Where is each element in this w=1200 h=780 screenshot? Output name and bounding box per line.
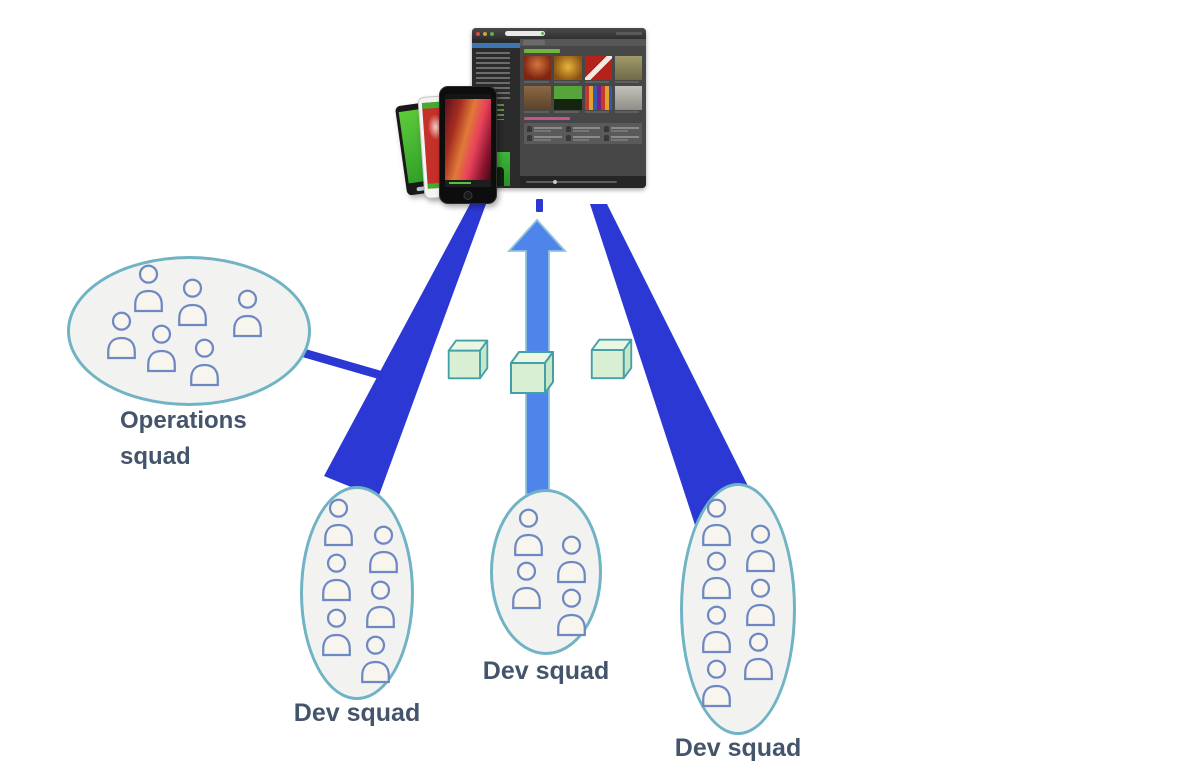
person-icon bbox=[365, 525, 402, 574]
person-icon bbox=[742, 524, 779, 573]
section-heading bbox=[524, 117, 570, 120]
desktop-app-window bbox=[472, 28, 646, 188]
person-icon bbox=[143, 324, 180, 373]
friend-item bbox=[604, 135, 639, 141]
app-content bbox=[520, 46, 646, 176]
friend-item bbox=[604, 126, 639, 132]
section-heading bbox=[524, 49, 560, 53]
person-icon bbox=[318, 608, 355, 657]
album-cover bbox=[554, 56, 582, 83]
person-icon bbox=[357, 635, 394, 684]
person-icon bbox=[740, 632, 777, 681]
window-titlebar bbox=[472, 28, 646, 39]
phone-screen bbox=[445, 94, 491, 187]
person-icon bbox=[742, 578, 779, 627]
person-icon bbox=[508, 561, 545, 610]
person-icon bbox=[698, 605, 735, 654]
person-icon bbox=[604, 135, 610, 141]
dev-squad-left-group bbox=[300, 486, 414, 700]
friend-item bbox=[565, 135, 601, 141]
person-icon bbox=[565, 135, 571, 141]
friend-item bbox=[565, 126, 601, 132]
search-input bbox=[505, 31, 545, 36]
operations-squad-group bbox=[67, 256, 311, 406]
zoom-window-icon bbox=[490, 31, 494, 36]
person-icon bbox=[698, 498, 735, 547]
app-tabstrip bbox=[520, 39, 646, 46]
person-icon bbox=[565, 126, 571, 132]
progress-bar bbox=[449, 182, 471, 184]
dev-squad-right-group bbox=[680, 483, 796, 735]
friends-panel bbox=[524, 123, 642, 144]
person-icon bbox=[174, 278, 211, 327]
album-grid bbox=[524, 56, 642, 113]
person-icon bbox=[698, 551, 735, 600]
person-icon bbox=[527, 135, 532, 141]
status-bar bbox=[445, 94, 491, 99]
playback-controls bbox=[445, 180, 491, 187]
album-cover bbox=[554, 86, 582, 113]
window-body bbox=[472, 39, 646, 188]
person-icon bbox=[229, 289, 266, 338]
dev-squad-right-label: Dev squad bbox=[674, 734, 802, 762]
dev-squad-left-label: Dev squad bbox=[293, 699, 421, 727]
album-cover bbox=[524, 56, 552, 83]
person-icon bbox=[698, 659, 735, 708]
titlebar-text bbox=[616, 32, 642, 35]
album-cover bbox=[524, 86, 552, 113]
person-icon bbox=[130, 264, 167, 313]
person-icon bbox=[553, 535, 590, 584]
person-icon bbox=[510, 508, 547, 557]
home-button-icon bbox=[463, 191, 473, 200]
close-window-icon bbox=[476, 31, 480, 36]
dev-squad-right-ellipse bbox=[680, 483, 796, 735]
album-cover bbox=[584, 86, 612, 113]
app-main-area bbox=[520, 39, 646, 188]
iphone bbox=[439, 86, 497, 204]
person-icon bbox=[362, 580, 399, 629]
player-bar bbox=[520, 176, 646, 188]
artifact-cube bbox=[507, 347, 557, 397]
person-icon bbox=[604, 126, 610, 132]
dev-squad-middle-label: Dev squad bbox=[482, 657, 610, 685]
person-icon bbox=[553, 588, 590, 637]
album-figure bbox=[495, 167, 504, 186]
sidebar-selected-item bbox=[472, 43, 520, 48]
friend-item bbox=[527, 126, 562, 132]
person-icon bbox=[318, 553, 355, 602]
person-icon bbox=[103, 311, 140, 360]
operations-squad-label: Operations squad bbox=[120, 403, 247, 475]
friend-item bbox=[527, 135, 562, 141]
progress-bar bbox=[526, 180, 618, 184]
operations-squad-label-line1: Operations bbox=[120, 407, 247, 434]
minimize-window-icon bbox=[483, 31, 487, 36]
album-cover bbox=[614, 86, 642, 113]
dev-squad-middle-group bbox=[490, 489, 602, 655]
app-tab bbox=[523, 40, 545, 45]
artifact-cube bbox=[445, 336, 491, 382]
album-cover bbox=[614, 56, 642, 83]
album-cover bbox=[584, 56, 612, 83]
product-screenshot-cluster bbox=[394, 22, 658, 212]
person-icon bbox=[186, 338, 223, 387]
person-icon bbox=[527, 126, 532, 132]
operations-squad-label-line2: squad bbox=[120, 443, 191, 470]
dev-squad-left-ellipse bbox=[300, 486, 414, 700]
artifact-cube bbox=[588, 335, 635, 382]
person-icon bbox=[320, 498, 357, 547]
